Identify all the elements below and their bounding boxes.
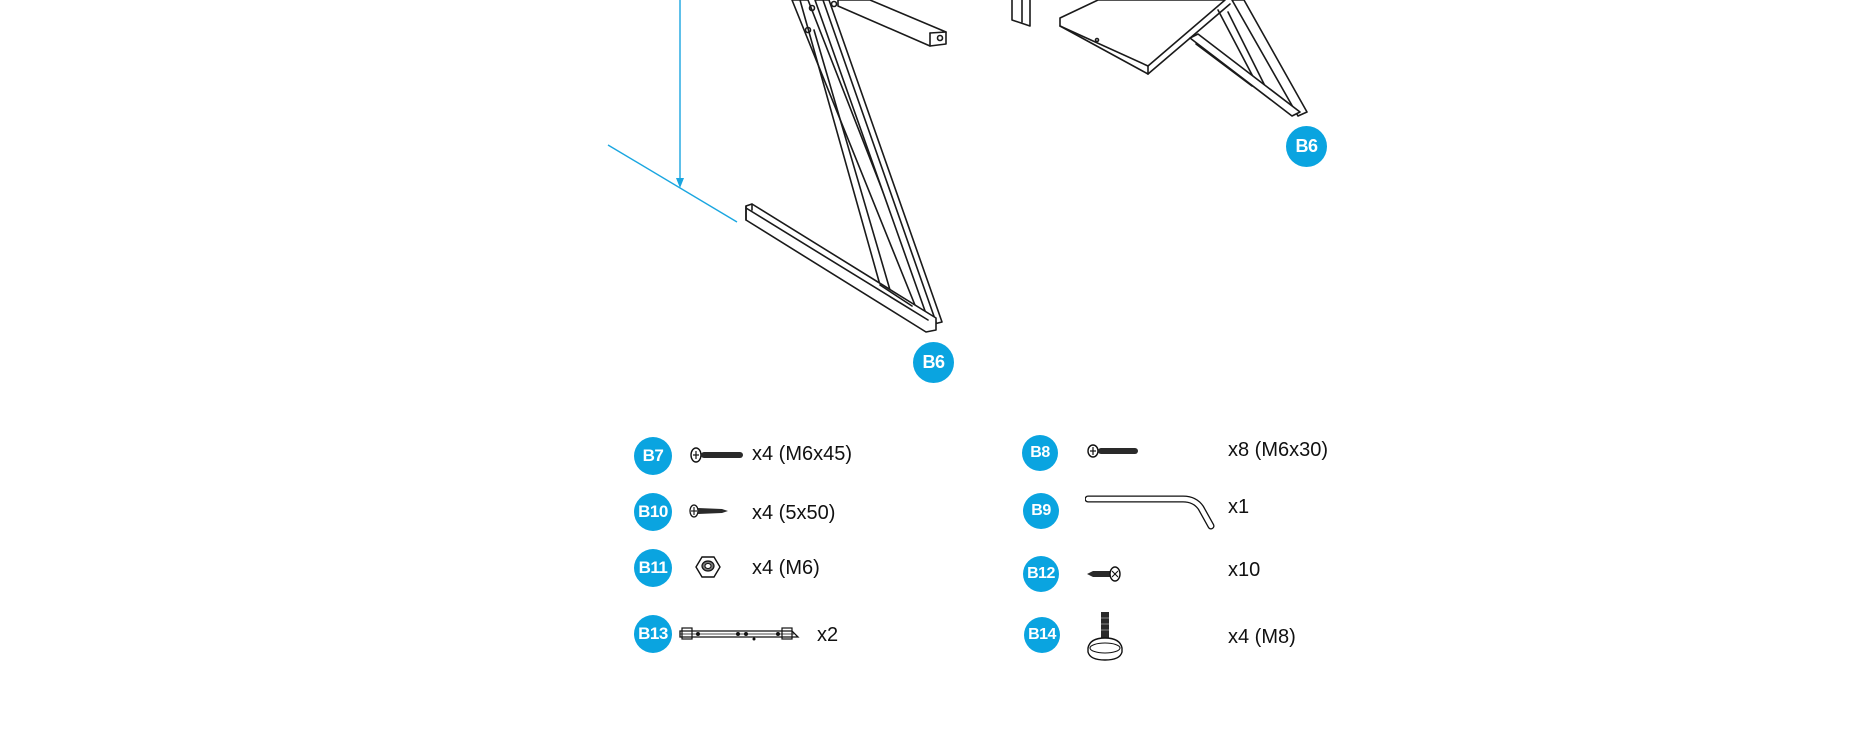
left-top-crossbar xyxy=(837,0,947,47)
callout-b6-left: B6 xyxy=(913,342,954,383)
badge-b11: B11 xyxy=(634,549,672,587)
qty-b12: x10 xyxy=(1228,559,1261,581)
badge-b10: B10 xyxy=(634,493,672,531)
leveling-foot-icon xyxy=(1087,612,1123,661)
badge-b12: B12 xyxy=(1023,556,1059,592)
qty-b14: x4 (M8) xyxy=(1228,626,1296,648)
hex-nut-icon xyxy=(695,556,721,578)
allen-key-icon xyxy=(1085,495,1215,530)
long-bolt-icon xyxy=(690,447,743,463)
badge-b8: B8 xyxy=(1022,435,1058,471)
short-screw-icon xyxy=(1087,566,1121,582)
right-leg xyxy=(1189,0,1308,117)
wood-screw-icon xyxy=(689,504,728,518)
middle-panel xyxy=(1011,0,1031,27)
qty-b9: x1 xyxy=(1228,496,1250,518)
left-leg-diagonal xyxy=(791,0,943,331)
badge-b7: B7 xyxy=(634,437,672,475)
qty-b10: x4 (5x50) xyxy=(752,502,836,524)
callout-b6-right: B6 xyxy=(1286,126,1327,167)
badge-b13: B13 xyxy=(634,615,672,653)
alignment-guides xyxy=(607,0,738,223)
qty-b13: x2 xyxy=(817,624,839,646)
right-shelf xyxy=(1059,0,1231,75)
bolt-icon xyxy=(1087,444,1138,458)
metal-bracket-icon xyxy=(679,627,800,641)
qty-b7: x4 (M6x45) xyxy=(752,443,853,465)
qty-b8: x8 (M6x30) xyxy=(1228,439,1329,461)
badge-b9: B9 xyxy=(1023,493,1059,529)
left-foot-bar xyxy=(745,203,937,333)
badge-b14: B14 xyxy=(1024,617,1060,653)
qty-b11: x4 (M6) xyxy=(752,557,820,579)
